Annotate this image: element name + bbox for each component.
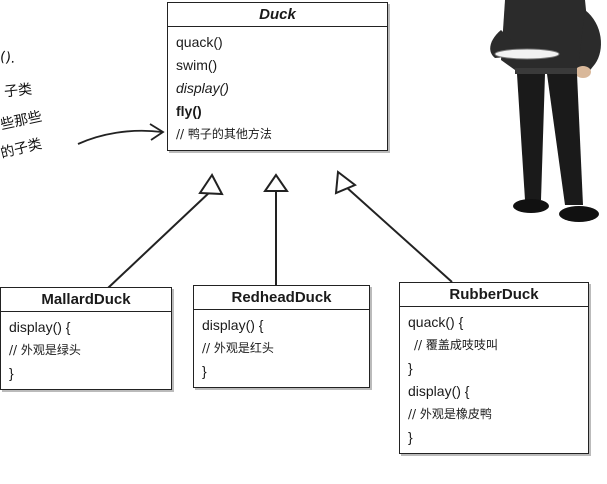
mallard-duck-method-list: display() { // 外观是绿头 } bbox=[1, 312, 171, 389]
redhead-display-comment: // 外观是红头 bbox=[202, 341, 274, 355]
duck-method-comment: // 鸭子的其他方法 bbox=[176, 127, 272, 141]
annotation-arrow bbox=[77, 129, 163, 145]
rubber-display-close: } bbox=[408, 429, 413, 445]
redhead-duck-class-box: RedheadDuck display() { // 外观是红头 } bbox=[193, 285, 370, 388]
rubber-quack-close: } bbox=[408, 360, 413, 376]
mallard-arrow-line bbox=[107, 189, 213, 289]
duck-method-swim: swim() bbox=[176, 57, 218, 73]
redhead-duck-class-title: RedheadDuck bbox=[194, 286, 369, 310]
rubber-duck-class-title: RubberDuck bbox=[400, 283, 588, 307]
duck-class-box: Duck quack() swim() display() fly() // 鸭… bbox=[167, 2, 388, 151]
rubber-quack-comment: // 覆盖成吱吱叫 bbox=[414, 338, 498, 352]
rubber-quack-open: quack() { bbox=[408, 314, 464, 330]
rubber-arrow-line bbox=[344, 185, 453, 283]
redhead-display-close: } bbox=[202, 363, 207, 379]
mallard-arrow-head bbox=[198, 173, 224, 196]
mallard-display-open: display() { bbox=[9, 319, 71, 335]
annotation-arrow-tip bbox=[149, 123, 165, 141]
mallard-duck-class-box: MallardDuck display() { // 外观是绿头 } bbox=[0, 287, 172, 390]
duck-method-display: display() bbox=[176, 80, 229, 96]
rubber-arrow-head bbox=[334, 170, 357, 195]
redhead-display-open: display() { bbox=[202, 317, 264, 333]
annotation-line-1: (). bbox=[0, 49, 17, 67]
rubber-duck-class-box: RubberDuck quack() { // 覆盖成吱吱叫 } display… bbox=[399, 282, 589, 454]
rubber-display-open: display() { bbox=[408, 383, 470, 399]
rubber-display-comment: // 外观是橡皮鸭 bbox=[408, 407, 492, 421]
duck-method-quack: quack() bbox=[176, 34, 223, 50]
duck-method-list: quack() swim() display() fly() // 鸭子的其他方… bbox=[168, 27, 387, 150]
duck-class-title: Duck bbox=[168, 3, 387, 27]
person-illustration bbox=[490, 0, 601, 222]
annotation-line-2: 子类 bbox=[3, 81, 33, 101]
rubber-duck-method-list: quack() { // 覆盖成吱吱叫 } display() { // 外观是… bbox=[400, 307, 588, 453]
mallard-duck-class-title: MallardDuck bbox=[1, 288, 171, 312]
duck-method-fly: fly() bbox=[176, 103, 202, 119]
mallard-display-comment: // 外观是绿头 bbox=[9, 343, 81, 357]
redhead-arrow-head bbox=[263, 173, 289, 192]
redhead-duck-method-list: display() { // 外观是红头 } bbox=[194, 310, 369, 387]
mallard-display-close: } bbox=[9, 365, 14, 381]
